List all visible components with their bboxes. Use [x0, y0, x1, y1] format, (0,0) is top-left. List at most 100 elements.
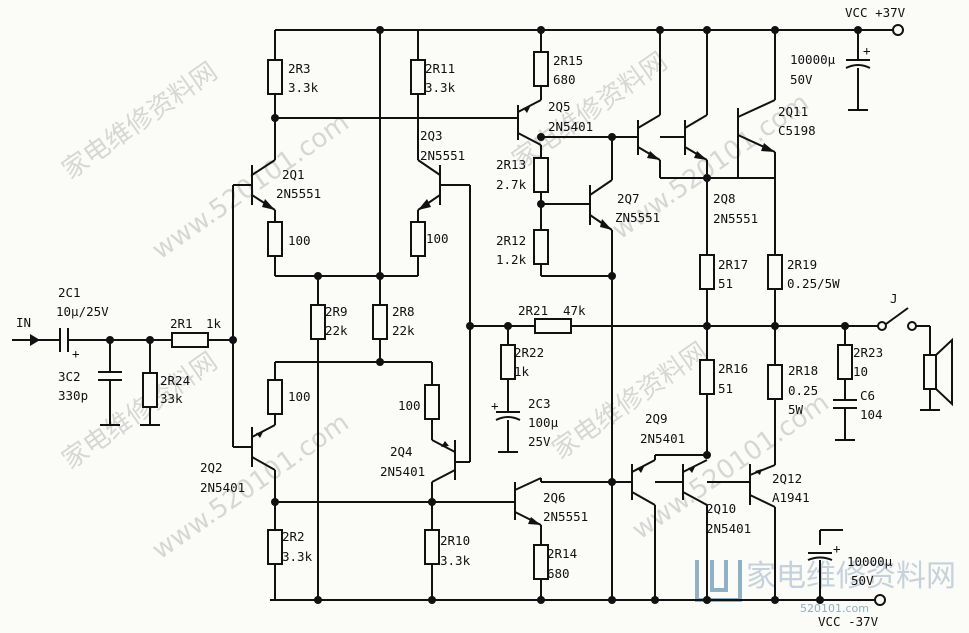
r23-ref: 2R23: [853, 345, 883, 360]
r3-value: 3.3k: [288, 80, 319, 95]
negative-rail: VCC -37V: [270, 594, 886, 629]
r18-power: 5W: [788, 402, 804, 417]
r22-ref: 2R22: [514, 345, 544, 360]
r23-value: 10: [853, 364, 868, 379]
q6-type: 2N5551: [543, 509, 588, 524]
svg-text:+: +: [863, 43, 871, 58]
q7-type: ZN5551: [615, 210, 660, 225]
c-bulk-bot-value: 10000μ: [847, 554, 893, 569]
input-pair-npn: 2R3 3.3k 2R11 3.3k 2Q1 2N5551 100 2Q3: [233, 30, 518, 326]
r22-value: 1k: [514, 364, 530, 379]
c3-value: 100μ: [528, 415, 559, 430]
q6-ref: 2Q6: [543, 490, 566, 505]
q11-type: C5198: [778, 123, 816, 138]
r15-ref: 2R15: [553, 53, 583, 68]
r24-value: 33k: [160, 391, 183, 406]
r12-ref: 2R12: [496, 233, 526, 248]
c6-ref: C6: [860, 388, 875, 403]
watermark-url: www.520101.com: [147, 108, 355, 266]
watermark-text: 家电维修资料网: [57, 347, 223, 476]
q3-type: 2N5551: [420, 148, 465, 163]
r24-ref: 2R24: [160, 373, 190, 388]
q8-ref: 2Q8: [713, 191, 736, 206]
site-logo-url: 520101.com: [800, 602, 869, 615]
r11-ref: 2R11: [425, 61, 455, 76]
input-pair-pnp: 100 2Q2 2N5401 2R2 3.3k 100 2Q4 2N5401: [200, 326, 515, 600]
watermark-url: www.520101.com: [147, 408, 355, 566]
q9-type: 2N5401: [640, 431, 685, 446]
c-bulk-top-value: 10000μ: [790, 52, 836, 67]
r17-ref: 2R17: [718, 257, 748, 272]
r13-ref: 2R13: [496, 157, 526, 172]
q1-type: 2N5551: [276, 186, 321, 201]
site-logo: 家电维修资料网 520101.com: [695, 559, 956, 615]
q1-ref: 2Q1: [282, 167, 305, 182]
c-bulk-bot-voltage: 50V: [851, 573, 874, 588]
output-pnp: 2R16 51 2R18 0.25 5W 2Q9 2N5401 2Q10 2N5…: [612, 359, 893, 604]
r2-value: 3.3k: [282, 549, 313, 564]
c1-ref: 2C1: [58, 285, 81, 300]
r12-value: 1.2k: [496, 252, 527, 267]
r-q4e-value: 100: [398, 398, 421, 413]
q2-type: 2N5401: [200, 480, 245, 495]
r9-value: 22k: [325, 323, 348, 338]
input-label: IN: [16, 315, 31, 330]
r14-ref: 2R14: [547, 546, 577, 561]
q4-ref: 2Q4: [390, 444, 413, 459]
q2-ref: 2Q2: [200, 460, 223, 475]
r19-ref: 2R19: [787, 257, 817, 272]
c2-value: 330p: [58, 388, 88, 403]
watermark-text: 家电维修资料网: [57, 57, 223, 186]
q10-ref: 2Q10: [706, 501, 736, 516]
r21-value: 47k: [563, 303, 586, 318]
r-q2e-value: 100: [288, 389, 311, 404]
r10-value: 3.3k: [440, 553, 471, 568]
r14-value: 680: [547, 566, 570, 581]
r13-value: 2.7k: [496, 177, 527, 192]
input-stage: IN + 2C1 10μ/25V 2R1 1k 3C2 330p 2R24 33…: [12, 285, 237, 426]
r1-value: 1k: [206, 316, 222, 331]
r18-ref: 2R18: [788, 363, 818, 378]
current-source-q6: 2Q6 2N5551 2R14 680: [514, 477, 612, 604]
c6-value: 104: [860, 407, 883, 422]
svg-text:+: +: [491, 398, 499, 413]
watermark-text: 家电维修资料网: [547, 337, 713, 466]
svg-text:+: +: [833, 541, 841, 556]
svg-text:+: +: [72, 346, 80, 361]
r16-value: 51: [718, 381, 733, 396]
r3-ref: 2R3: [288, 61, 311, 76]
q3-ref: 2Q3: [420, 128, 443, 143]
c-bulk-top-voltage: 50V: [790, 72, 813, 87]
r11-value: 3.3k: [425, 80, 456, 95]
q11-ref: 2Q11: [778, 104, 808, 119]
c3-voltage: 25V: [528, 434, 551, 449]
r2-ref: 2R2: [282, 529, 305, 544]
switch-j-label: J: [890, 291, 898, 306]
c3-ref: 2C3: [528, 396, 551, 411]
c2-ref: 3C2: [58, 369, 81, 384]
r18-value: 0.25: [788, 383, 818, 398]
vas-stage: 2R15 680 2Q5 2N5401 2R13 2.7k 2Q7 ZN5551…: [496, 26, 660, 486]
positive-rail: VCC +37V: [275, 5, 906, 36]
q8-type: 2N5551: [713, 211, 758, 226]
q5-type: 2N5401: [548, 119, 593, 134]
r19-value: 0.25/5W: [787, 276, 840, 291]
r17-value: 51: [718, 276, 733, 291]
r9-ref: 2R9: [325, 304, 348, 319]
site-logo-text: 家电维修资料网: [746, 559, 956, 594]
q12-type: A1941: [772, 490, 810, 505]
speaker-icon: [923, 337, 953, 407]
r15-value: 680: [553, 72, 576, 87]
q5-ref: 2Q5: [548, 99, 571, 114]
r8-ref: 2R8: [392, 304, 415, 319]
output-npn: 2Q8 2N5551 2Q11 C5198 + 10000μ 50V 2R17 …: [612, 26, 871, 365]
q7-ref: 2Q7: [617, 191, 640, 206]
bias-network: 2R9 22k 2R8 22k: [275, 276, 432, 600]
q12-ref: 2Q12: [772, 471, 802, 486]
r21-ref: 2R21: [518, 303, 548, 318]
r-q1e-value: 100: [288, 233, 311, 248]
vcc-neg-label: VCC -37V: [818, 614, 879, 629]
r-q3e-value: 100: [426, 231, 449, 246]
q9-ref: 2Q9: [645, 411, 668, 426]
